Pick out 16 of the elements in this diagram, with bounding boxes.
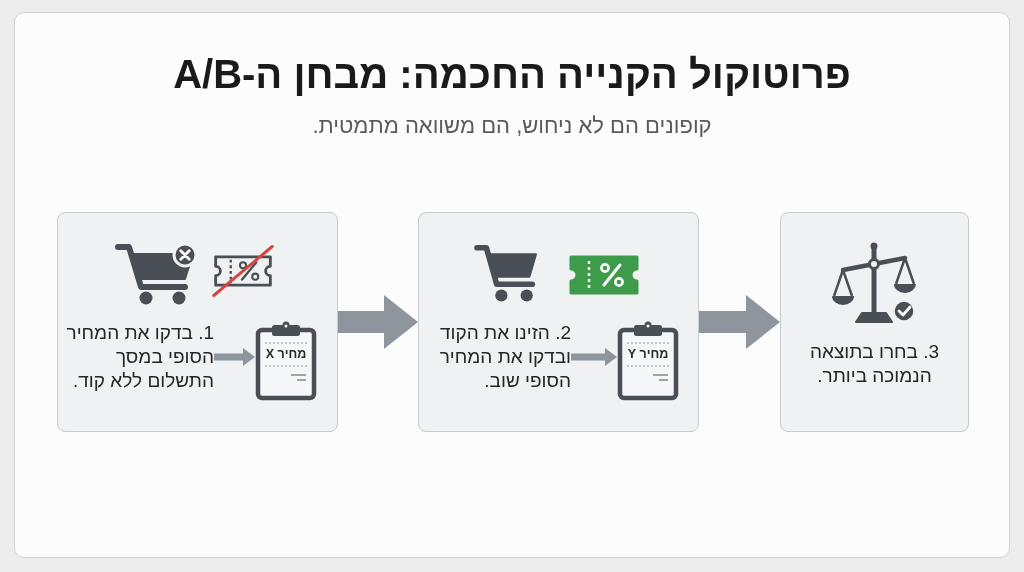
- price-label: מחיר X: [265, 347, 307, 362]
- subtitle: קופונים הם לא ניחוש, הם משוואה מתמטית.: [312, 113, 712, 139]
- price-label: מחיר Y: [627, 347, 669, 362]
- step-panel: [57, 212, 338, 432]
- arrow: [571, 348, 617, 366]
- step-panel: [418, 212, 699, 432]
- title: פרוטוקול הקנייה החכמה: מבחן ה-A/B: [173, 51, 851, 97]
- arrow: [699, 295, 780, 349]
- arrow: [338, 295, 418, 349]
- step-text: 1. בדקו את המחיר הסופי במסך התשלום ללא קוד.: [64, 321, 214, 393]
- clipboard: [617, 321, 679, 401]
- step-text: 2. הזינו את הקוד ובדקו את המחיר הסופי שוב.: [437, 321, 571, 393]
- step-text: 3. בחרו בתוצאה הנמוכה ביותר.: [808, 340, 941, 388]
- step-panel: [780, 212, 969, 432]
- arrow: [214, 348, 255, 366]
- clipboard: [255, 321, 317, 401]
